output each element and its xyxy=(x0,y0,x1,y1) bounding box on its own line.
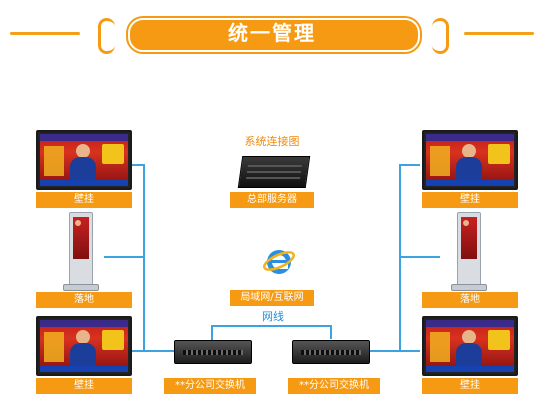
header-line-right xyxy=(464,32,534,35)
connector xyxy=(368,350,420,352)
connector xyxy=(211,326,213,340)
server-label: 总部服务器 xyxy=(230,192,314,208)
wan-label: 网线 xyxy=(262,310,284,323)
internet-label: 局域网/互联网 xyxy=(230,290,314,306)
connector xyxy=(400,164,420,166)
connector xyxy=(330,325,332,339)
header-bracket-left xyxy=(98,18,115,54)
device-label-floor-left: 落地 xyxy=(36,292,132,308)
device-label-floor-right: 落地 xyxy=(422,292,518,308)
kiosk-icon xyxy=(69,212,93,288)
ie-browser-icon xyxy=(263,250,295,274)
connector xyxy=(211,325,331,327)
switch-icon xyxy=(174,340,252,364)
kiosk-base xyxy=(63,284,99,291)
device-label-wall-right-bottom: 壁挂 xyxy=(422,378,518,394)
diagram-caption: 系统连接图 xyxy=(244,135,300,148)
kiosk-icon xyxy=(457,212,481,288)
page-title: 统一管理 xyxy=(228,21,316,45)
monitor-icon xyxy=(422,130,518,190)
switch-label-left: **分公司交换机 xyxy=(164,378,256,394)
monitor-icon xyxy=(36,130,132,190)
header-pill xyxy=(128,18,420,52)
connector xyxy=(124,350,174,352)
device-label-wall-left-bottom: 壁挂 xyxy=(36,378,132,394)
connector xyxy=(124,164,144,166)
switch-icon xyxy=(292,340,370,364)
kiosk-base xyxy=(451,284,487,291)
connector xyxy=(400,256,440,258)
monitor-icon xyxy=(36,316,132,376)
monitor-icon xyxy=(422,316,518,376)
device-label-wall-left-top: 壁挂 xyxy=(36,192,132,208)
header-bracket-right xyxy=(432,18,449,54)
header-line-left xyxy=(10,32,80,35)
server-icon xyxy=(237,156,311,188)
connector xyxy=(399,164,401,352)
switch-label-right: **分公司交换机 xyxy=(288,378,380,394)
connector xyxy=(143,164,145,352)
connector xyxy=(104,256,144,258)
device-label-wall-right-top: 壁挂 xyxy=(422,192,518,208)
